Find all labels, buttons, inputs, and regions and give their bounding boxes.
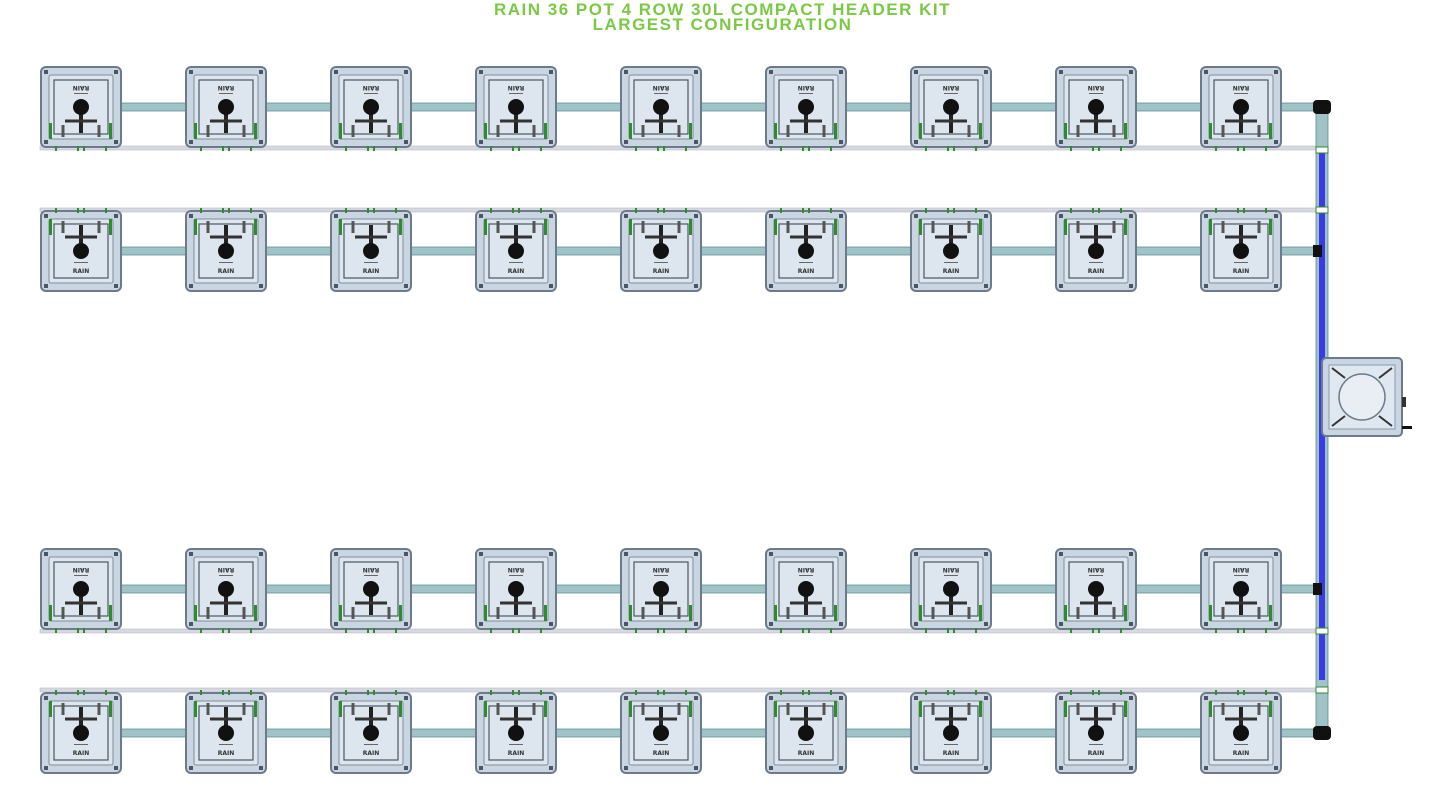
pot-icon: RAIN <box>330 208 412 292</box>
pot-icon: RAIN <box>330 548 412 633</box>
pot-label: RAIN <box>218 268 235 275</box>
pot-label: RAIN <box>363 84 380 91</box>
pot-icon: RAIN <box>1200 548 1282 633</box>
pot-label: RAIN <box>943 566 960 573</box>
pot-icon: RAIN <box>1055 548 1137 633</box>
pot-icon: RAIN <box>475 208 557 292</box>
tee-icon <box>1313 245 1322 257</box>
pot-icon: RAIN <box>40 66 122 151</box>
header-coupler <box>1315 686 1329 694</box>
pot-label: RAIN <box>73 268 90 275</box>
pot-icon: RAIN <box>475 66 557 151</box>
pot-label: RAIN <box>653 268 670 275</box>
pot-icon: RAIN <box>40 548 122 633</box>
pot-label: RAIN <box>943 750 960 757</box>
pot-icon: RAIN <box>475 690 557 774</box>
pot-label: RAIN <box>1088 750 1105 757</box>
pot-label: RAIN <box>73 566 90 573</box>
pot-icon: RAIN <box>910 690 992 774</box>
diagram-title: RAIN 36 POT 4 ROW 30L COMPACT HEADER KIT <box>493 0 952 19</box>
elbow-icon <box>1313 726 1331 740</box>
pot-icon: RAIN <box>475 548 557 633</box>
diagram-subtitle: LARGEST CONFIGURATION <box>592 15 853 34</box>
pot-label: RAIN <box>218 566 235 573</box>
pot-label: RAIN <box>798 566 815 573</box>
pot-icon: RAIN <box>185 548 267 633</box>
pot-label: RAIN <box>1088 268 1105 275</box>
pot-label: RAIN <box>1233 566 1250 573</box>
header-coupler <box>1315 206 1329 214</box>
pot-icon: RAIN <box>620 548 702 633</box>
pot-label: RAIN <box>798 84 815 91</box>
pot-icon: RAIN <box>185 66 267 151</box>
reservoir-icon <box>1321 357 1412 437</box>
pot-icon: RAIN <box>620 66 702 151</box>
pot-icon: RAIN <box>1055 690 1137 774</box>
tee-icon <box>1313 583 1322 595</box>
pot-icon: RAIN <box>185 208 267 292</box>
pot-label: RAIN <box>218 750 235 757</box>
pot-icon: RAIN <box>1200 66 1282 151</box>
pot-label: RAIN <box>943 268 960 275</box>
pot-label: RAIN <box>798 750 815 757</box>
pot-icon: RAIN <box>765 66 847 151</box>
pot-label: RAIN <box>508 268 525 275</box>
pot-icon: RAIN <box>765 690 847 774</box>
pot-label: RAIN <box>653 84 670 91</box>
pot-label: RAIN <box>218 84 235 91</box>
pot-icon: RAIN <box>40 690 122 774</box>
pot-label: RAIN <box>1088 566 1105 573</box>
pot-icon: RAIN <box>185 690 267 774</box>
pot-label: RAIN <box>363 750 380 757</box>
header-coupler <box>1315 146 1329 154</box>
elbow-icon <box>1313 100 1331 114</box>
pot-label: RAIN <box>1233 268 1250 275</box>
pot-label: RAIN <box>363 268 380 275</box>
pot-label: RAIN <box>653 750 670 757</box>
pot-label: RAIN <box>798 268 815 275</box>
pot-icon: RAIN <box>1055 66 1137 151</box>
pot-icon: RAIN <box>620 690 702 774</box>
pot-label: RAIN <box>653 566 670 573</box>
pot-icon: RAIN <box>1200 208 1282 292</box>
pot-label: RAIN <box>1233 750 1250 757</box>
pot-icon: RAIN <box>40 208 122 292</box>
pot-icon: RAIN <box>765 208 847 292</box>
pot-label: RAIN <box>508 750 525 757</box>
pot-icon: RAIN <box>910 548 992 633</box>
rail <box>39 687 1323 693</box>
pot-label: RAIN <box>73 84 90 91</box>
pot-icon: RAIN <box>910 66 992 151</box>
pot-icon: RAIN <box>1055 208 1137 292</box>
pot-icon: RAIN <box>910 208 992 292</box>
pot-icon: RAIN <box>620 208 702 292</box>
pot-label: RAIN <box>508 84 525 91</box>
pot-label: RAIN <box>943 84 960 91</box>
pot-label: RAIN <box>1088 84 1105 91</box>
pot-icon: RAIN <box>765 548 847 633</box>
header-coupler <box>1315 627 1329 635</box>
pot-label: RAIN <box>508 566 525 573</box>
pot-icon: RAIN <box>1200 690 1282 774</box>
pot-label: RAIN <box>363 566 380 573</box>
pot-label: RAIN <box>73 750 90 757</box>
pot-label: RAIN <box>1233 84 1250 91</box>
pot-icon: RAIN <box>330 66 412 151</box>
pot-icon: RAIN <box>330 690 412 774</box>
